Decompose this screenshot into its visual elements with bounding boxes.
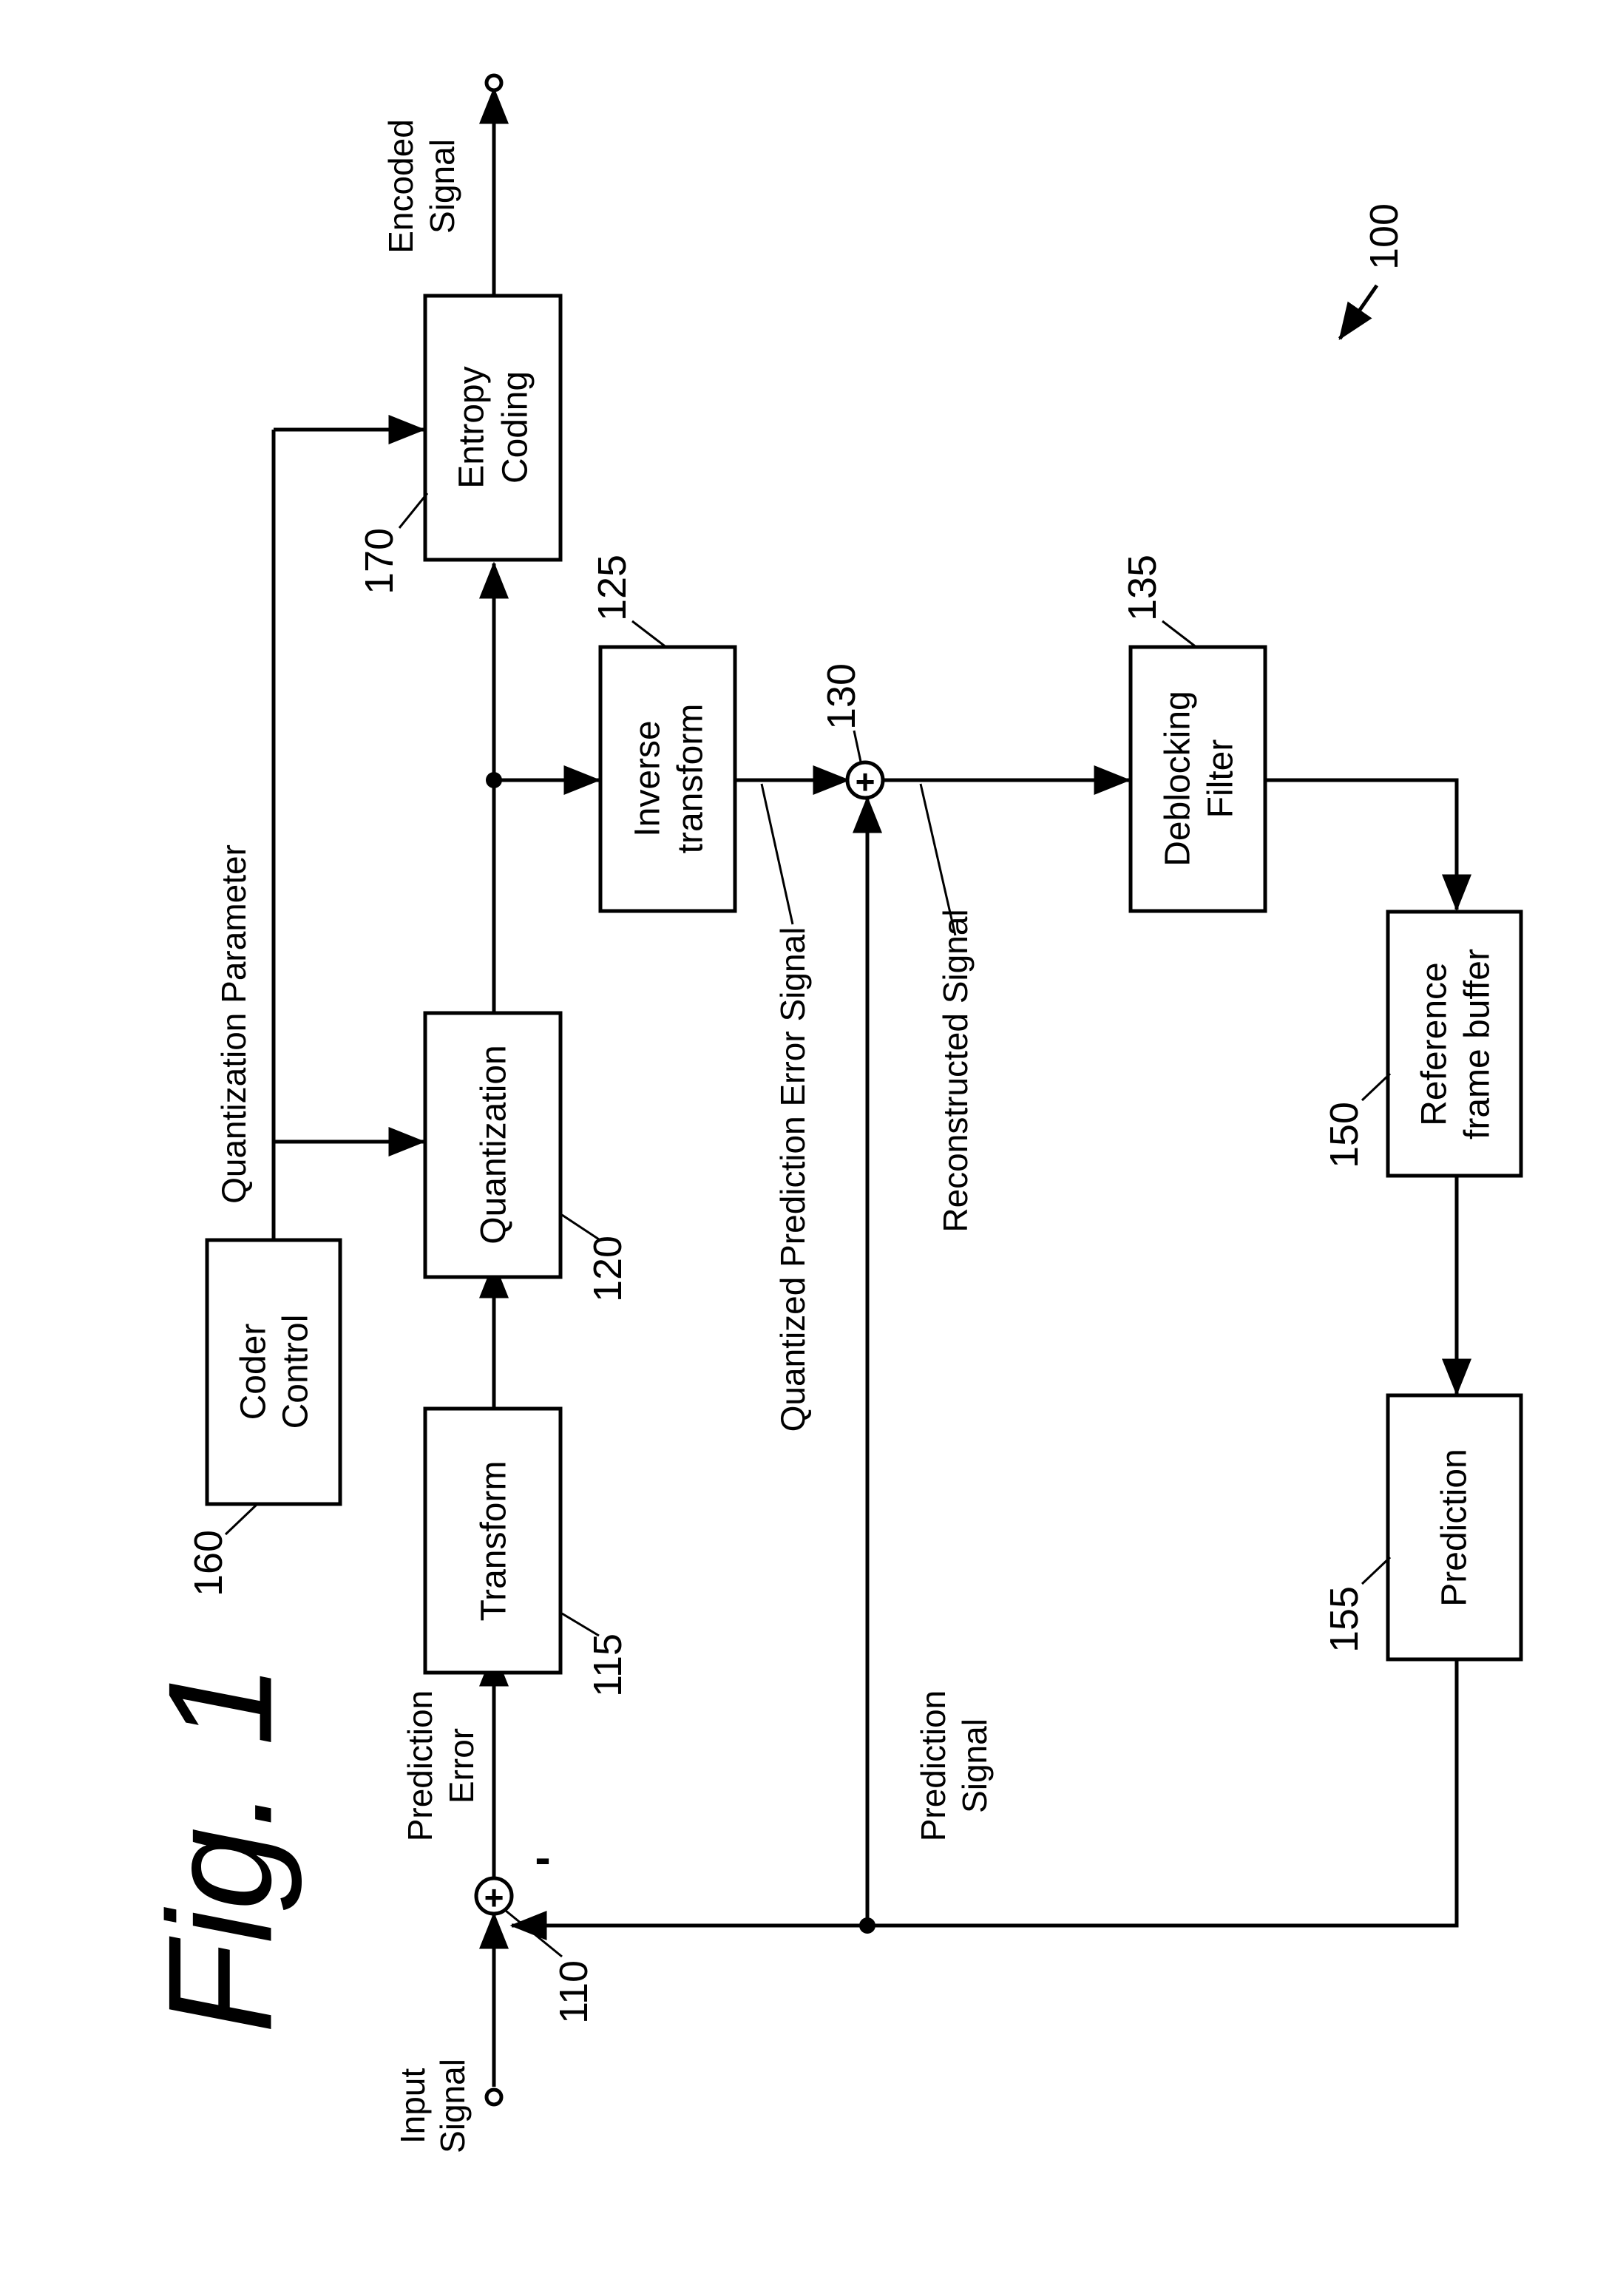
reference-frame-buffer-block [1388, 912, 1521, 1176]
leader-120 [562, 1215, 599, 1239]
encoded-signal-label-line1: Encoded [382, 119, 420, 254]
ref-120: 120 [586, 1236, 630, 1302]
entropy-coding-label-line2: Coding [496, 371, 535, 484]
junction-dot-prediction-signal [859, 1917, 875, 1934]
input-terminal [487, 2090, 501, 2104]
leader-170 [399, 493, 427, 528]
encoded-signal-label-line2: Signal [423, 139, 461, 234]
minus-sign: - [535, 1831, 550, 1884]
ref-110: 110 [552, 1960, 596, 2024]
deblocking-filter-block [1131, 647, 1265, 911]
quantized-prediction-error-signal-label: Quantized Prediction Error Signal [773, 927, 812, 1432]
reconstruction-adder-plus-sign: + [856, 762, 875, 801]
ref-135: 135 [1120, 555, 1165, 621]
figure-title: Fig. 1 [138, 1664, 303, 2033]
reconstructed-signal-label: Reconstructed Signal [936, 909, 975, 1232]
junction-dot-quantized-output [486, 772, 502, 788]
prediction-error-label-line2: Error [442, 1728, 481, 1804]
prediction-label: Prediction [1435, 1449, 1474, 1606]
ref-155: 155 [1322, 1586, 1366, 1653]
leader-160 [226, 1504, 257, 1534]
deblocking-filter-label-line2: Filter [1202, 739, 1241, 819]
prediction-signal-label-line2: Signal [955, 1718, 994, 1813]
inverse-transform-label-line2: transform [671, 704, 711, 854]
coder-control-block [207, 1240, 340, 1504]
entropy-coding-label-line1: Entropy [453, 366, 492, 488]
system-pointer-arrow [1340, 285, 1377, 339]
ref-130: 130 [819, 663, 864, 730]
leader-110 [506, 1911, 562, 1957]
leader-155 [1362, 1557, 1390, 1584]
transform-label: Transform [475, 1461, 514, 1622]
output-terminal [487, 75, 501, 90]
leader-135 [1162, 621, 1197, 648]
prediction-signal-label-line1: Prediction [914, 1690, 952, 1842]
quantization-parameter-label: Quantization Parameter [214, 844, 253, 1204]
ref-100: 100 [1362, 203, 1406, 270]
quantization-label: Quantization [475, 1045, 514, 1244]
leader-130 [854, 731, 861, 762]
leader-125 [632, 621, 667, 648]
entropy-coding-block [425, 296, 560, 560]
deblocking-filter-label-line1: Deblocking [1159, 691, 1198, 866]
wire-deblocking-to-reference-buffer [1265, 780, 1457, 910]
ref-150: 150 [1322, 1102, 1366, 1168]
inverse-transform-label-line1: Inverse [629, 720, 668, 836]
leader-115 [562, 1613, 599, 1636]
ref-115: 115 [586, 1633, 630, 1697]
input-signal-label-line1: Input [393, 2068, 432, 2144]
inverse-transform-block [600, 647, 735, 911]
ref-170: 170 [357, 528, 402, 595]
ref-125: 125 [590, 555, 634, 621]
leader-150 [1362, 1074, 1390, 1100]
reference-frame-buffer-label-line1: Reference [1415, 962, 1454, 1125]
reference-frame-buffer-label-line2: frame buffer [1458, 949, 1497, 1139]
input-signal-label-line2: Signal [433, 2059, 472, 2153]
coder-control-label-line2: Control [277, 1315, 316, 1429]
coder-control-label-line1: Coder [234, 1324, 274, 1420]
leader-quantized-prediction-error [762, 784, 793, 924]
input-adder-plus-sign: + [484, 1878, 504, 1917]
prediction-error-label-line1: Prediction [401, 1690, 439, 1842]
ref-160: 160 [186, 1530, 231, 1596]
